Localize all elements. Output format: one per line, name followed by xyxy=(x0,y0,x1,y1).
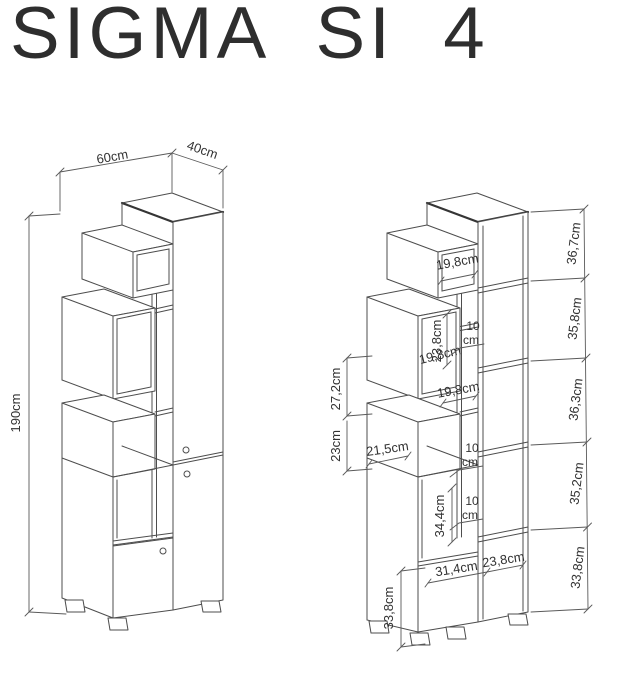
label-19-8-mid: 19,8cm xyxy=(436,378,481,400)
label-23-8-box: 23,8cm xyxy=(429,320,444,363)
right-figure: 36,7cm 35,8cm 36,3cm 35,2cm 33,8cm 27,2c… xyxy=(328,192,593,652)
label-depth-40: 40cm xyxy=(185,137,220,162)
label-27-2: 27,2cm xyxy=(328,368,343,411)
product-title: SIGMA SI 4 xyxy=(10,0,489,74)
label-31-4: 31,4cm xyxy=(434,558,478,579)
left-figure: 190cm 60cm 40cm xyxy=(8,137,228,631)
door-knob-lower xyxy=(159,547,167,555)
label-19-8-top: 19,8cm xyxy=(435,250,480,272)
foot xyxy=(445,626,467,640)
right-internal-dimensions: 19,8cm 23,8cm 19,8cm 10 cm 19,8cm xyxy=(365,250,527,588)
label-section-1: 36,7cm xyxy=(563,221,583,265)
label-gap3-unit: cm xyxy=(462,508,478,522)
label-23-8-bottom: 23,8cm xyxy=(481,549,525,570)
label-width-60: 60cm xyxy=(95,146,129,166)
foot xyxy=(200,600,222,613)
label-gap1-value: 10 xyxy=(466,319,480,333)
foot xyxy=(368,620,390,634)
right-unit-drawing xyxy=(366,192,530,646)
left-unit-drawing xyxy=(61,192,225,631)
right-dimension-left-bottom: 33,8cm xyxy=(381,566,426,652)
door-knob-mid xyxy=(183,470,191,478)
left-dimension-width: 60cm xyxy=(55,146,177,212)
label-21-5: 21,5cm xyxy=(365,438,409,459)
label-section-3: 36,3cm xyxy=(565,377,585,421)
label-gap1-unit: cm xyxy=(463,333,479,347)
label-gap2-value: 10 xyxy=(465,441,479,455)
label-gap3-value: 10 xyxy=(465,494,479,508)
door-knob-upper xyxy=(182,446,190,454)
label-gap2-unit: cm xyxy=(462,455,478,469)
foot xyxy=(64,599,86,613)
foot xyxy=(107,617,129,631)
label-section-4: 35,2cm xyxy=(566,461,586,505)
foot xyxy=(507,613,529,626)
right-dimension-left-upper: 27,2cm 23cm xyxy=(328,353,373,476)
label-34-4: 34,4cm xyxy=(432,495,447,538)
left-dimension-height: 190cm xyxy=(8,211,67,617)
label-section-5: 33,8cm xyxy=(567,545,587,589)
label-section-2: 35,8cm xyxy=(564,296,584,340)
label-33-8-left: 33,8cm xyxy=(381,587,396,630)
foot xyxy=(409,632,431,646)
label-23: 23cm xyxy=(328,430,343,462)
label-height-190: 190cm xyxy=(8,393,23,432)
right-dimension-sections: 36,7cm 35,8cm 36,3cm 35,2cm 33,8cm xyxy=(530,204,593,614)
